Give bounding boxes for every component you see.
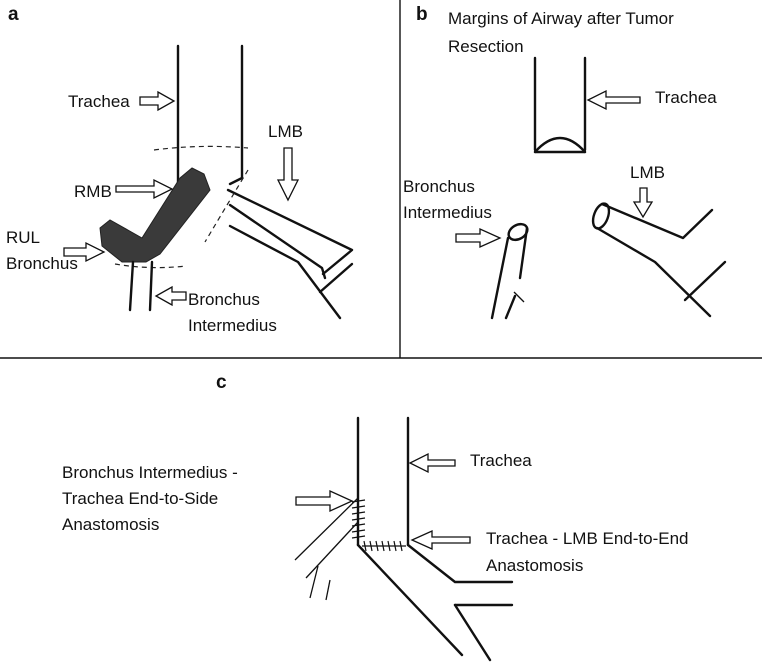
panel-a-bronchus-intermedius-label-line2: Intermedius bbox=[188, 316, 277, 335]
panel-a-rmb-arrow bbox=[115, 178, 174, 200]
panel-a-right-resection-margin bbox=[204, 169, 249, 243]
panel-c-letter: c bbox=[216, 372, 227, 393]
panel-a-lmb-outline bbox=[226, 188, 354, 320]
panel-c-bi-anastomosis-arrow bbox=[295, 489, 354, 513]
panel-b-bronchus-intermedius-stump bbox=[490, 222, 529, 320]
panel-c: c bbox=[62, 372, 689, 662]
panel-c-lmb-outline bbox=[356, 543, 514, 662]
panel-a-rul-bronchus-label-line2: Bronchus bbox=[6, 254, 78, 273]
panel-b-letter: b bbox=[416, 4, 428, 25]
panel-c-end-to-end-sutures bbox=[362, 540, 406, 552]
panel-a-bronchus-intermedius-label-line1: Bronchus bbox=[188, 290, 260, 309]
panel-a-bronchus-intermedius-outline bbox=[128, 260, 154, 312]
panel-c-bi-anastomosis-label-line1: Bronchus Intermedius - bbox=[62, 463, 238, 482]
panel-a-rul-bronchus-arrow bbox=[63, 241, 106, 263]
panel-b: b Margins of Airway after Tumor Resectio… bbox=[403, 4, 727, 320]
panel-b-bronchus-intermedius-label-line2: Intermedius bbox=[403, 203, 492, 222]
panel-c-lmb-anastomosis-label-line2: Anastomosis bbox=[486, 556, 583, 575]
panel-a-letter: a bbox=[8, 4, 19, 25]
panel-a-lower-resection-margin bbox=[114, 263, 187, 269]
panel-b-bronchus-intermedius-arrow bbox=[455, 227, 502, 249]
panel-a-trachea-arrow bbox=[139, 90, 176, 112]
panel-c-bi-anastomosis-label-line2: Trachea End-to-Side bbox=[62, 489, 218, 508]
panel-a-upper-resection-margin bbox=[153, 145, 249, 151]
panel-a-tumor-mass bbox=[99, 167, 211, 263]
panel-c-lmb-anastomosis-label-line1: Trachea - LMB End-to-End bbox=[486, 529, 689, 548]
panel-a-lmb-label: LMB bbox=[268, 122, 303, 141]
panel-b-lmb-label: LMB bbox=[630, 163, 665, 182]
panel-c-end-to-side-sutures bbox=[351, 499, 366, 539]
panel-a-rul-bronchus-label-line1: RUL bbox=[6, 228, 40, 247]
panel-a-lmb-arrow bbox=[276, 147, 300, 202]
panel-c-trachea-label: Trachea bbox=[470, 451, 532, 470]
panel-b-lmb-stump bbox=[591, 202, 727, 318]
panel-b-title-line2: Resection bbox=[448, 37, 524, 56]
panel-c-lmb-anastomosis-arrow bbox=[410, 529, 471, 551]
panel-b-trachea-stump bbox=[533, 56, 587, 154]
panel-b-trachea-label: Trachea bbox=[655, 88, 717, 107]
panel-b-lmb-arrow bbox=[632, 187, 654, 219]
panel-c-bi-anastomosis-label-line3: Anastomosis bbox=[62, 515, 159, 534]
panel-b-title-line1: Margins of Airway after Tumor bbox=[448, 9, 674, 28]
panel-b-trachea-arrow bbox=[586, 89, 641, 111]
panel-c-trachea-outline bbox=[356, 416, 410, 547]
panel-c-bronchus-intermedius-outline bbox=[294, 497, 359, 601]
panel-c-trachea-arrow bbox=[408, 452, 456, 474]
panel-a-trachea-label: Trachea bbox=[68, 92, 130, 111]
panel-a-bronchus-intermedius-arrow bbox=[154, 285, 187, 307]
panel-a-rmb-label: RMB bbox=[74, 182, 112, 201]
panel-b-bronchus-intermedius-label-line1: Bronchus bbox=[403, 177, 475, 196]
panel-a: a Trachea LMB RMB RUL bbox=[6, 4, 354, 335]
